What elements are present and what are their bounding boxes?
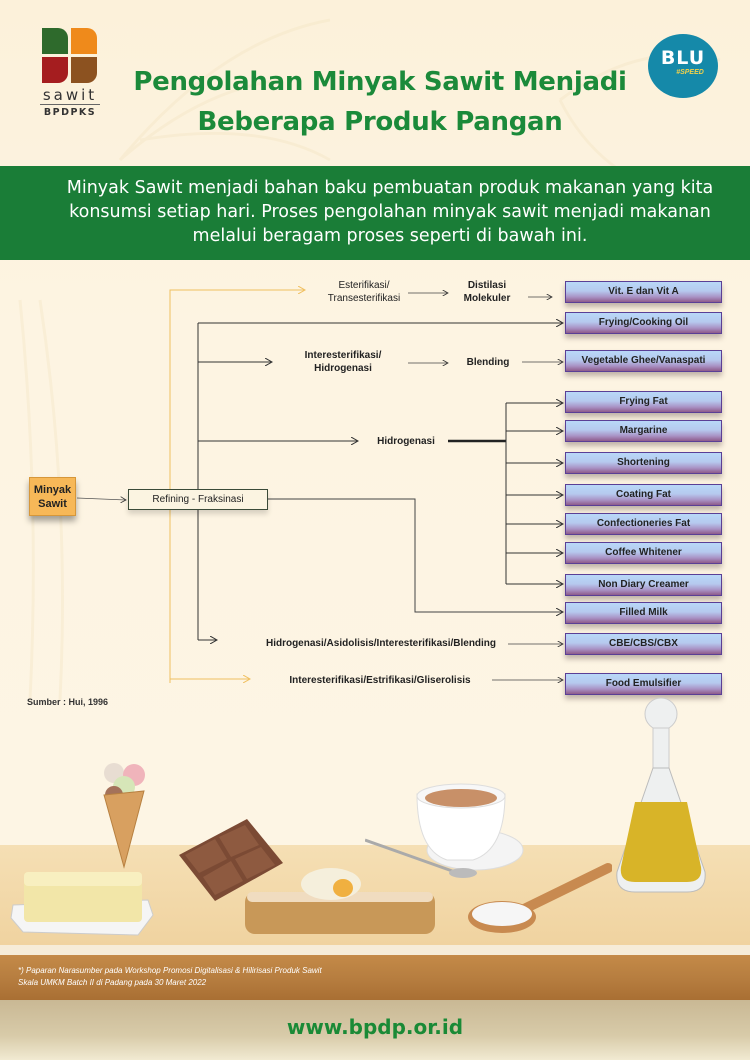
product-food-emulsifier: Food Emulsifier	[565, 673, 722, 695]
page-title: Pengolahan Minyak Sawit Menjadi Beberapa…	[110, 62, 650, 142]
source-line-1: Minyak	[33, 484, 72, 496]
process-esterifikasi: Esterifikasi/ Transesterifikasi	[318, 279, 410, 305]
product-frying-fat: Frying Fat	[565, 391, 722, 413]
toast-illustration	[245, 868, 435, 934]
refining-box: Refining - Fraksinasi	[128, 489, 268, 510]
product-filled-milk: Filled Milk	[565, 602, 722, 624]
product-margarine: Margarine	[565, 420, 722, 442]
footnote: *) Paparan Narasumber pada Workshop Prom…	[18, 965, 322, 989]
process-interesterifikasi-hidrogenasi: Interesterifikasi/ Hidrogenasi	[288, 349, 398, 375]
ice-cream-cone-illustration	[103, 763, 145, 869]
process-flow-diagram: Minyak Sawit Refining - Fraksinasi Ester…	[0, 260, 750, 710]
spoon-with-powder-illustration	[468, 863, 612, 933]
butter-dish-illustration	[10, 872, 154, 936]
blu-logo-sub: #SPEED	[676, 69, 704, 76]
source-line-2: Sawit	[38, 498, 67, 510]
process-emulsifier: Interesterifikasi/Estrifikasi/Gliserolis…	[289, 675, 471, 686]
product-coffee-whitener: Coffee Whitener	[565, 542, 722, 564]
process-multi: Hidrogenasi/Asidolisis/Interesterifikasi…	[265, 638, 497, 649]
title-line-1: Pengolahan Minyak Sawit Menjadi	[133, 67, 627, 97]
process-distilasi: Distilasi Molekuler	[452, 279, 522, 305]
blu-speed-logo: BLU #SPEED	[648, 34, 718, 98]
product-coating-fat: Coating Fat	[565, 484, 722, 506]
oil-decanter-illustration	[616, 697, 706, 893]
product-shortening: Shortening	[565, 452, 722, 474]
logo-mark	[42, 28, 98, 84]
logo-word: sawit	[40, 86, 100, 105]
process-label: Hidrogenasi	[314, 363, 372, 374]
process-hidrogenasi: Hidrogenasi	[377, 436, 435, 447]
process-label: Esterifikasi/	[338, 280, 390, 291]
intro-text: Minyak Sawit menjadi bahan baku pembuata…	[66, 178, 714, 246]
footnote-line-1: *) Paparan Narasumber pada Workshop Prom…	[18, 966, 322, 975]
bpdpks-logo: sawit BPDPKS	[40, 28, 100, 118]
website-link[interactable]: www.bpdp.or.id	[286, 1015, 464, 1039]
connector-lines	[76, 260, 750, 710]
shelf-edge	[0, 945, 750, 957]
footnote-line-2: Skala UMKM Batch II di Padang pada 30 Ma…	[18, 978, 207, 987]
process-label: Distilasi	[467, 280, 507, 291]
product-vegetable-ghee: Vegetable Ghee/Vanaspati	[565, 350, 722, 372]
process-blending: Blending	[466, 357, 510, 368]
coffee-cup-illustration	[365, 783, 524, 878]
logo-sub: BPDPKS	[43, 107, 97, 118]
process-label: Transesterifikasi	[327, 293, 401, 304]
blu-logo-main: BLU	[660, 47, 706, 69]
product-cbe-cbs-cbx: CBE/CBS/CBX	[565, 633, 722, 655]
product-frying-cooking-oil: Frying/Cooking Oil	[565, 312, 722, 334]
product-vit-e-a: Vit. E dan Vit A	[565, 281, 722, 303]
source-box-minyak-sawit: Minyak Sawit	[29, 477, 76, 516]
intro-banner: Minyak Sawit menjadi bahan baku pembuata…	[0, 166, 750, 260]
product-confectioneries-fat: Confectioneries Fat	[565, 513, 722, 535]
process-label: Molekuler	[463, 293, 511, 304]
wood-panel	[0, 955, 750, 1000]
process-label: Interesterifikasi/	[304, 350, 382, 361]
chocolate-bar-illustration	[179, 819, 283, 901]
title-line-2: Beberapa Produk Pangan	[197, 107, 563, 137]
floor-panel	[0, 1000, 750, 1060]
source-note: Sumber : Hui, 1996	[27, 697, 109, 707]
product-non-diary-creamer: Non Diary Creamer	[565, 574, 722, 596]
